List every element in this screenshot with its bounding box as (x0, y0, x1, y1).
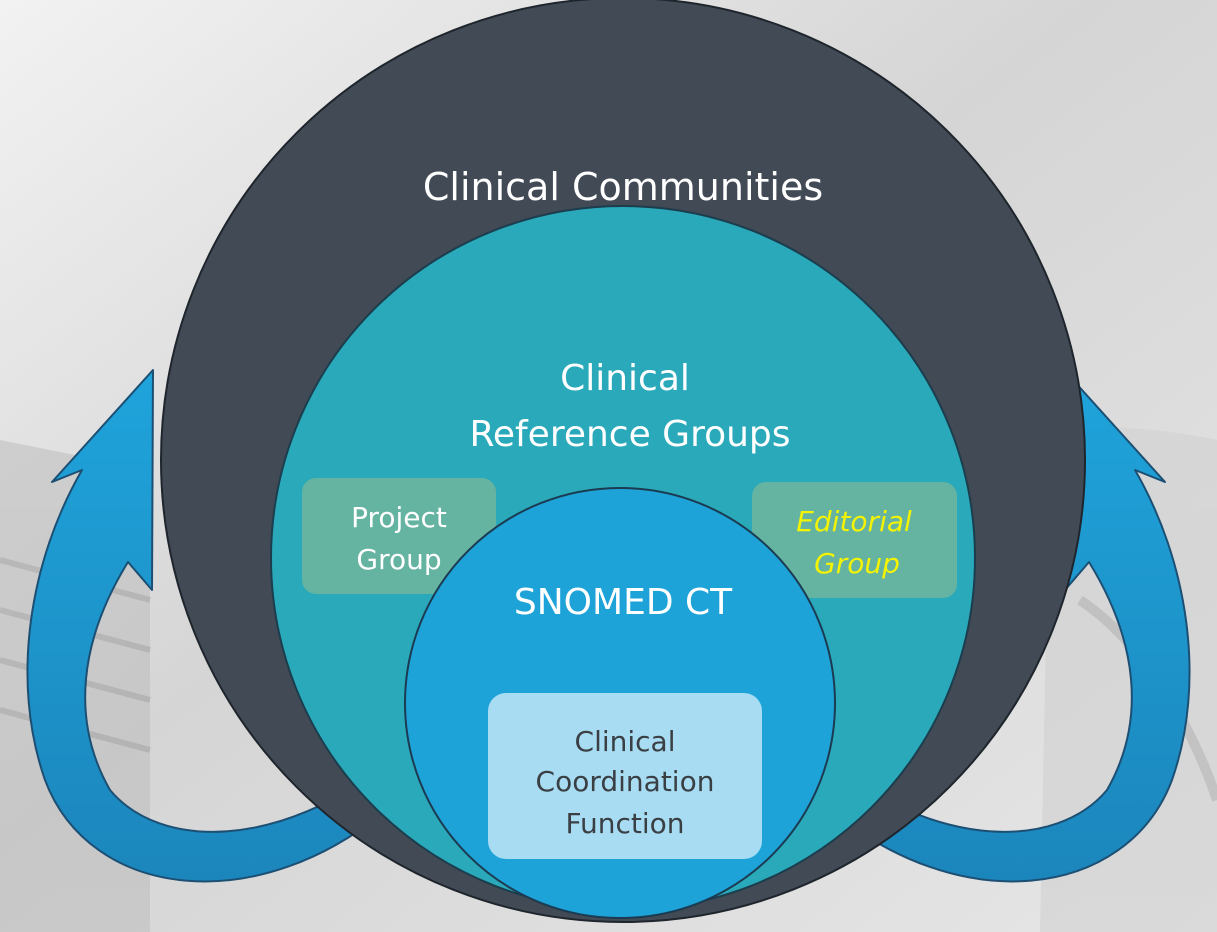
right-curved-arrow-icon (824, 369, 1191, 883)
clinical-coordination-function-box: Clinical Coordination Function (488, 693, 762, 859)
project-group-label-line2: Group (356, 543, 441, 576)
clinical-communities-label: Clinical Communities (423, 165, 823, 209)
snomed-ct-label: SNOMED CT (514, 582, 733, 623)
project-group-label-line1: Project (351, 501, 447, 534)
coordination-label-line3: Function (565, 807, 684, 840)
coordination-label-line1: Clinical (575, 725, 676, 758)
editorial-group-label-line2: Group (814, 547, 900, 580)
editorial-group-label-line1: Editorial (796, 505, 912, 538)
editorial-group-box: Editorial Group (752, 482, 957, 598)
coordination-label-line2: Coordination (536, 765, 715, 798)
project-group-box: Project Group (302, 478, 496, 594)
clinical-reference-groups-label-line2: Reference Groups (469, 414, 790, 455)
clinical-reference-groups-label-line1: Clinical (560, 358, 690, 399)
left-curved-arrow-icon (26, 369, 393, 883)
